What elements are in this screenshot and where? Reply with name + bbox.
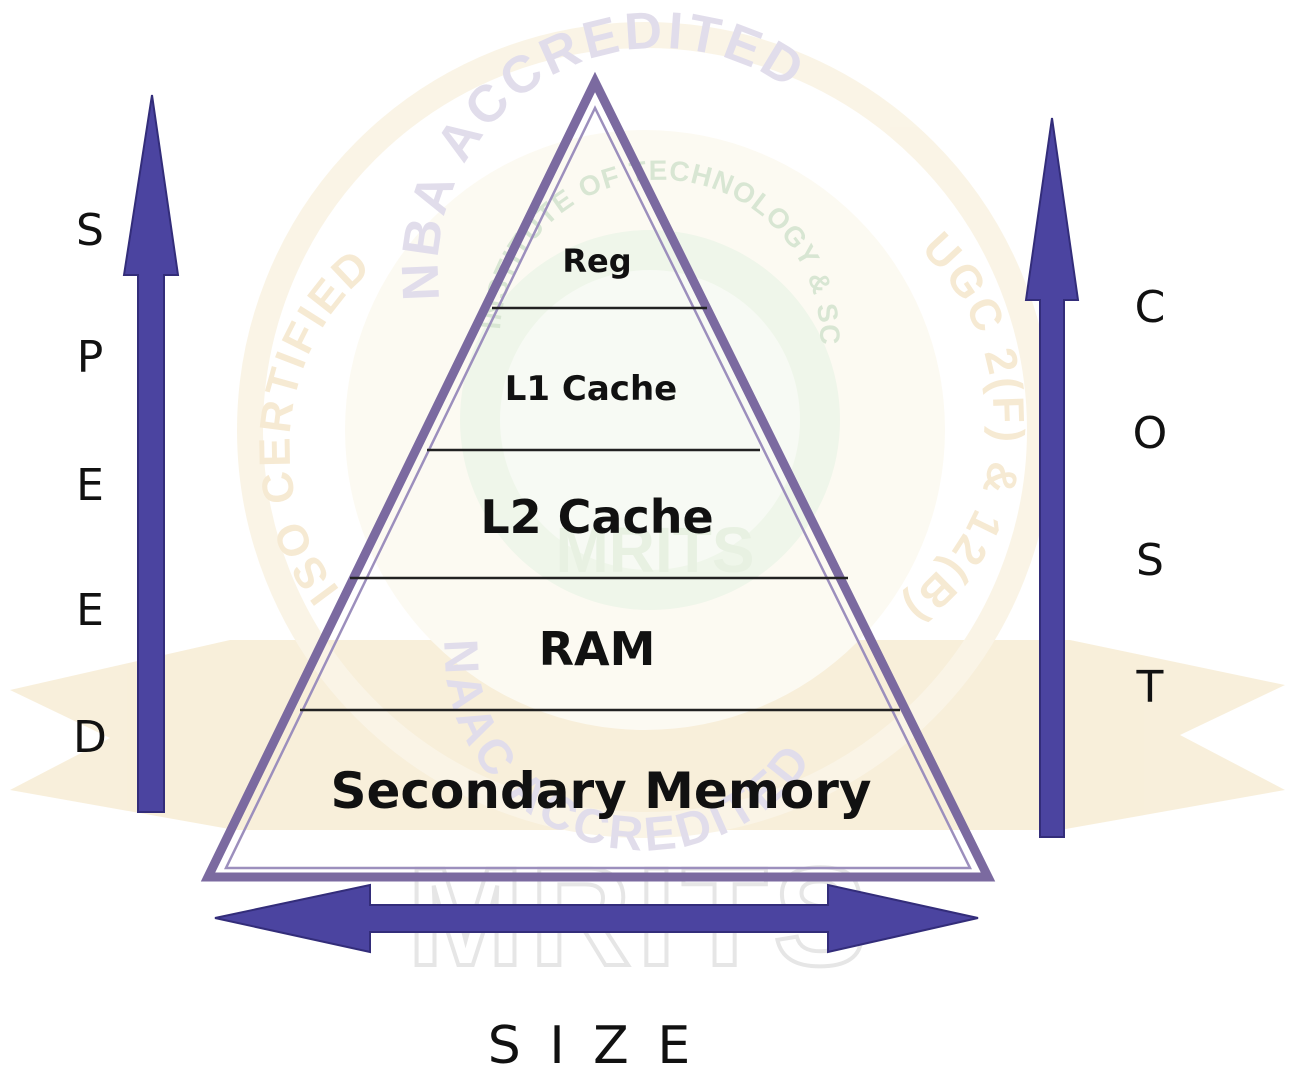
size-label: S I Z E [488,1016,696,1074]
watermark-center-text: MRITS [555,514,754,586]
level-secondary-memory: Secondary Memory [330,762,871,820]
pyramid-outline [200,71,996,882]
level-ram: RAM [539,622,656,676]
watermark: NBA ACCREDITED NAAC ACCREDITED ISO CERTI… [0,0,1285,997]
size-arrow-icon [214,883,979,954]
cost-letter-c: C [1135,282,1166,333]
cost-letter-s: S [1136,535,1164,586]
speed-arrow-icon [122,94,180,813]
pyramid: Reg L1 Cache L2 Cache RAM Secondary Memo… [200,71,996,882]
speed-letter-e1: E [76,460,104,511]
level-l1-cache: L1 Cache [505,369,677,409]
pyramid-inner-outline [224,105,973,870]
speed-letter-p: P [77,332,104,383]
cost-arrow-icon [1024,117,1080,838]
cost-axis: C O S T [1024,117,1168,838]
cost-letter-o: O [1133,408,1168,459]
cost-letter-t: T [1136,662,1164,713]
size-axis: S I Z E [214,883,979,1074]
level-reg: Reg [562,242,631,280]
speed-axis: S P E E D [73,94,180,813]
speed-letter-d: D [73,712,107,763]
level-l2-cache: L2 Cache [480,490,713,544]
speed-letter-e2: E [76,585,104,636]
speed-letter-s: S [76,205,104,256]
